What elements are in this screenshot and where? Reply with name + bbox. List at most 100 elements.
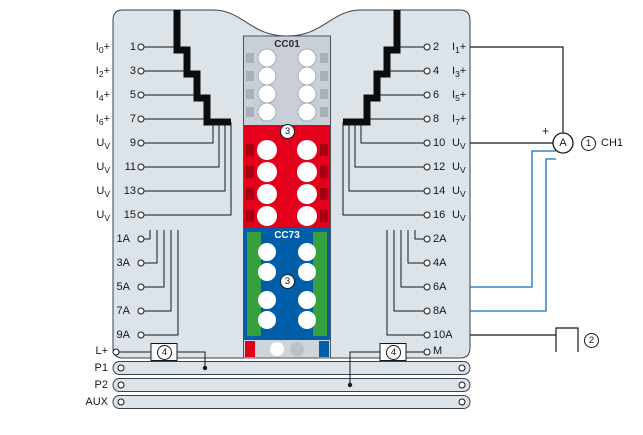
connector-code-bottom: CC73 <box>274 230 300 241</box>
blue-section-contacts <box>258 243 316 329</box>
terminal-pin-number: 16 <box>433 209 446 221</box>
internal-stub-wires <box>119 46 424 385</box>
terminal-label-subscript: V <box>104 212 110 223</box>
supply-label-m: M <box>433 345 443 357</box>
terminal-pin-number: 13 <box>123 185 136 197</box>
terminal-label-subscript: 0 <box>98 44 104 55</box>
terminal-pin-number: 15 <box>123 209 136 221</box>
terminal-label: I5+ <box>452 89 467 103</box>
terminal-row: 14 UV <box>433 179 503 203</box>
terminal-label: UV <box>452 161 466 175</box>
bus-aux <box>112 395 471 409</box>
terminal-label-subscript: 1 <box>455 44 460 55</box>
terminal-row: 6 I5+ <box>433 83 503 107</box>
a-pin-label: 9A <box>116 329 130 341</box>
callout-1-badge: 1 <box>581 136 596 151</box>
terminal-pin-number: 3 <box>129 65 136 77</box>
terminal-label-subscript: V <box>104 164 110 175</box>
ammeter-symbol: A <box>559 137 567 149</box>
ammeter-circle <box>552 132 574 154</box>
terminal-label: I3+ <box>452 65 467 79</box>
terminal-pin-number: 2 <box>433 41 440 53</box>
terminal-pin-number: 8 <box>433 113 440 125</box>
terminal-pin-number: 5 <box>129 89 136 101</box>
power-buses <box>112 361 471 409</box>
callout-4-badge-right: 4 <box>386 345 401 360</box>
external-wiring-blue <box>470 150 556 312</box>
terminal-pin-number: 7 <box>129 113 136 125</box>
terminal-row: 2 I1+ <box>433 35 503 59</box>
junction-dots <box>202 365 353 388</box>
green-strip-right <box>313 232 327 336</box>
terminal-row: I6+ 7 <box>70 107 136 131</box>
wire-blue-6a <box>470 150 556 288</box>
terminal-label: I0+ <box>95 41 110 55</box>
wire-ch1-signal <box>470 46 564 133</box>
red-section-contacts <box>257 140 317 226</box>
right-terminal-rows: 2 I1+ 4 I3+ 6 I5+ 8 I7+ 10 UV <box>433 35 503 227</box>
callout-2-badge: 2 <box>584 333 599 348</box>
terminal-label: UV <box>452 137 466 151</box>
connector-red-section <box>244 125 330 228</box>
terminal-pin-number: 4 <box>433 65 440 77</box>
terminal-label-subscript: 3 <box>455 68 460 79</box>
red-clamps <box>246 144 328 222</box>
terminal-circles <box>112 43 431 356</box>
terminal-row: I2+ 3 <box>70 59 136 83</box>
ground-bracket <box>555 327 579 352</box>
terminal-row: 4 I3+ <box>433 59 503 83</box>
terminal-label: I4+ <box>95 89 110 103</box>
external-wiring <box>470 46 579 352</box>
green-strip-left <box>247 232 261 336</box>
callout-3-badge-blue: 3 <box>280 274 295 289</box>
a-pin-label: 3A <box>116 257 130 269</box>
terminal-pin-number: 10 <box>433 137 446 149</box>
internal-contact-ladders <box>173 10 401 126</box>
terminal-label-subscript: V <box>459 212 466 223</box>
terminal-label: UV <box>452 209 466 223</box>
terminal-pin-number: 12 <box>433 161 446 173</box>
bottom-contact-2 <box>290 342 304 356</box>
gray-section-contacts <box>257 48 317 122</box>
bus-p1 <box>112 361 471 375</box>
terminal-label-subscript: V <box>104 188 110 199</box>
terminal-label: UV <box>96 137 110 151</box>
connector-bottom-section <box>244 340 330 358</box>
a-pin-label: 1A <box>116 233 130 245</box>
terminal-row: 10 UV <box>433 131 503 155</box>
channel-label: CH1 <box>601 137 624 149</box>
callout-3-badge-red: 3 <box>280 124 295 139</box>
supply-label-lplus: L+ <box>95 345 108 357</box>
terminal-connector-strip <box>243 35 331 359</box>
bus-terminal-circles <box>117 364 466 406</box>
terminal-label-subscript: V <box>459 188 466 199</box>
terminal-row: UV 9 <box>70 131 136 155</box>
terminal-label: I1+ <box>452 41 467 55</box>
terminal-label: UV <box>96 209 110 223</box>
a-pin-label: 5A <box>116 281 130 293</box>
terminal-row: I0+ 1 <box>70 35 136 59</box>
terminal-row: 16 UV <box>433 203 503 227</box>
terminal-row: 12 UV <box>433 155 503 179</box>
terminal-pin-number: 11 <box>124 161 136 173</box>
bus-label: P2 <box>94 379 108 391</box>
a-pin-label: 2A <box>433 233 447 245</box>
connector-outline <box>243 35 331 359</box>
ladder-right <box>343 10 401 126</box>
terminal-pin-number: 1 <box>129 41 136 53</box>
terminal-label-subscript: 5 <box>455 92 460 103</box>
terminal-pin-number: 6 <box>433 89 440 101</box>
wire-blue-8a <box>470 158 556 312</box>
terminal-label-subscript: 6 <box>98 116 104 127</box>
terminal-label: UV <box>96 161 110 175</box>
bottom-blue-key <box>319 341 329 357</box>
terminal-pin-number: 14 <box>433 185 446 197</box>
terminal-label: I6+ <box>95 113 110 127</box>
connector-code-top: CC01 <box>274 39 300 50</box>
terminal-label: UV <box>96 185 110 199</box>
